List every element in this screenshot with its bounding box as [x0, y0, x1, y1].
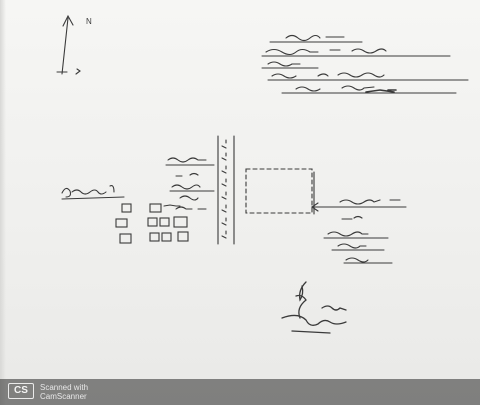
- pointer-line: [311, 202, 337, 212]
- north-arrow: [56, 14, 81, 75]
- signature: [281, 281, 347, 334]
- paper-edge-shadow: [0, 0, 6, 405]
- watermark-line-1: Scanned with: [40, 383, 89, 392]
- left-label: [61, 185, 125, 200]
- watermark-text: Scanned with CamScanner: [40, 383, 160, 401]
- watermark-line-2: CamScanner: [40, 392, 87, 401]
- plot-rectangle: [245, 168, 315, 215]
- camscanner-logo-icon: CS: [8, 383, 34, 399]
- right-notes: [323, 199, 407, 264]
- north-letter: N: [86, 17, 92, 26]
- small-buildings: [115, 203, 189, 244]
- road-strip: [217, 135, 235, 245]
- watermark-bar: CS Scanned with CamScanner: [0, 379, 480, 405]
- header-scribbles: [261, 34, 469, 94]
- road-labels: [165, 157, 215, 210]
